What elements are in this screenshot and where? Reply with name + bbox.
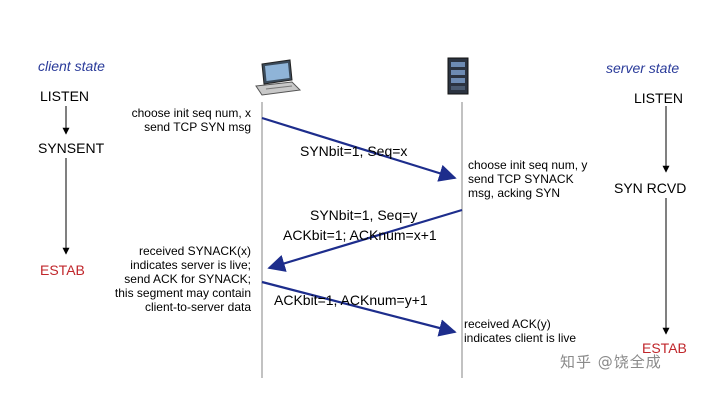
server-tower-icon (447, 57, 469, 95)
client-note-synack-received: received SYNACK(x) indicates server is l… (115, 244, 251, 314)
note-line: msg, acking SYN (468, 186, 561, 200)
note-line: this segment may contain (114, 286, 251, 300)
synack-message-label-1: SYNbit=1, Seq=y (310, 207, 418, 223)
client-state-header: client state (38, 58, 105, 74)
note-line: client-to-server data (144, 300, 251, 314)
syn-arrow (261, 116, 457, 182)
note-line: indicates client is live (464, 331, 577, 345)
note-line: received ACK(y) (464, 317, 551, 331)
ack-arrow (261, 280, 457, 337)
ack-message-label: ACKbit=1, ACKnum=y+1 (274, 292, 428, 308)
note-line: indicates server is live; (130, 258, 251, 272)
laptop-icon (255, 59, 302, 96)
client-state-estab: ESTAB (40, 262, 85, 278)
syn-message-label: SYNbit=1, Seq=x (300, 143, 408, 159)
note-line: received SYNACK(x) (138, 244, 251, 258)
client-state-synsent: SYNSENT (38, 140, 105, 156)
server-note-ack-received: received ACK(y) indicates client is live (464, 317, 576, 345)
synack-arrow (267, 208, 463, 272)
server-state-synrcvd: SYN RCVD (614, 180, 687, 196)
note-line: send TCP SYN msg (144, 120, 251, 134)
note-line: choose init seq num, x (131, 106, 251, 120)
watermark: 知乎 @饶全成 (560, 353, 662, 371)
server-state-estab: ESTAB (642, 340, 687, 356)
server-state-header: server state (606, 60, 680, 76)
note-line: send TCP SYNACK (468, 172, 574, 186)
server-state-listen: LISTEN (634, 90, 684, 106)
server-note-init: choose init seq num, y send TCP SYNACK m… (468, 158, 587, 200)
note-line: send ACK for SYNACK; (124, 272, 251, 286)
synack-message-label-2: ACKbit=1; ACKnum=x+1 (283, 227, 437, 243)
client-state-listen: LISTEN (40, 88, 90, 104)
note-line: choose init seq num, y (468, 158, 588, 172)
client-note-init: choose init seq num, x send TCP SYN msg (132, 106, 251, 134)
